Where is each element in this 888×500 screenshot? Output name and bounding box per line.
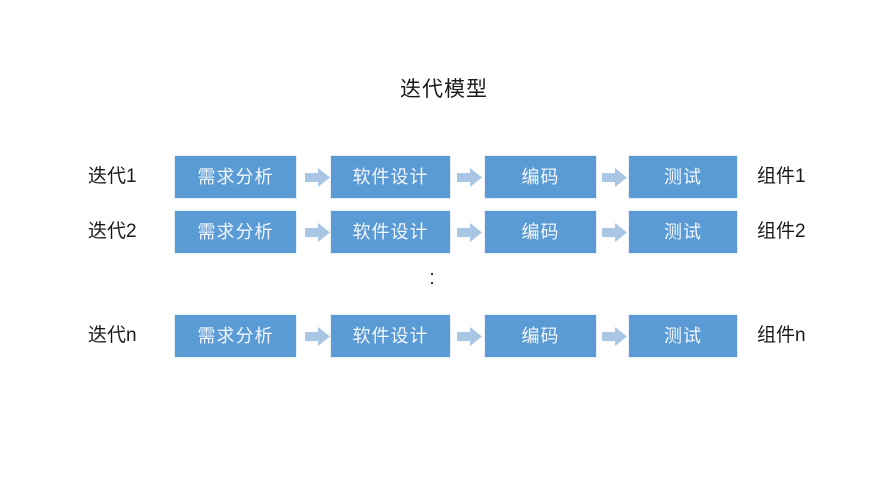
iteration-label-left: 迭代n [88, 325, 137, 346]
right-arrow-icon [305, 223, 330, 242]
right-arrow-icon [457, 223, 482, 242]
component-label-right: 组件1 [757, 166, 806, 187]
vertical-ellipsis: : [429, 267, 435, 289]
right-arrow-icon [305, 327, 330, 346]
component-label-right: 组件2 [757, 221, 806, 242]
component-label-right: 组件n [757, 325, 806, 346]
right-arrow-icon [457, 327, 482, 346]
stage-box-coding[interactable]: 编码 [484, 210, 597, 254]
stage-box-testing[interactable]: 测试 [628, 210, 738, 254]
iteration-row: 迭代n 需求分析 软件设计 编码 测试 组件n [0, 314, 888, 358]
iteration-row: 迭代1 需求分析 软件设计 编码 测试 组件1 [0, 155, 888, 199]
stage-box-testing[interactable]: 测试 [628, 155, 738, 199]
stage-box-requirements[interactable]: 需求分析 [174, 155, 297, 199]
right-arrow-icon [602, 327, 627, 346]
stage-box-requirements[interactable]: 需求分析 [174, 210, 297, 254]
stage-box-coding[interactable]: 编码 [484, 155, 597, 199]
iteration-label-left: 迭代2 [88, 221, 137, 242]
iteration-label-left: 迭代1 [88, 166, 137, 187]
stage-box-design[interactable]: 软件设计 [330, 210, 451, 254]
stage-box-testing[interactable]: 测试 [628, 314, 738, 358]
iteration-row: 迭代2 需求分析 软件设计 编码 测试 组件2 [0, 210, 888, 254]
stage-box-requirements[interactable]: 需求分析 [174, 314, 297, 358]
slide-title: 迭代模型 [400, 78, 488, 101]
right-arrow-icon [305, 168, 330, 187]
right-arrow-icon [602, 223, 627, 242]
stage-box-design[interactable]: 软件设计 [330, 155, 451, 199]
right-arrow-icon [457, 168, 482, 187]
stage-box-design[interactable]: 软件设计 [330, 314, 451, 358]
right-arrow-icon [602, 168, 627, 187]
stage-box-coding[interactable]: 编码 [484, 314, 597, 358]
